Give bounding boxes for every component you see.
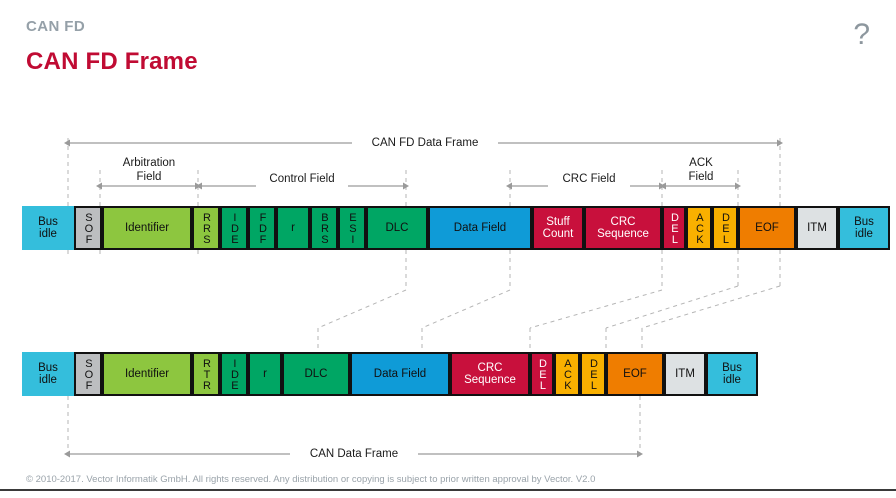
canfd-segment-ack: ACK [686, 206, 712, 250]
can-segment-data-field: Data Field [350, 352, 450, 396]
can-segment-crc-del: DEL [530, 352, 554, 396]
can-fd-frame-diagram: CAN FD Data Frame Arbitration Field Cont… [22, 137, 890, 460]
canfd-segment-data-field: Data Field [428, 206, 532, 250]
can-segment-bus-idle-start: Bus idle [22, 352, 74, 396]
canfd-segment-bus-idle-start: Bus idle [22, 206, 74, 250]
eyebrow-label: CAN FD [26, 18, 86, 35]
can-segment-bus-idle-end: Bus idle [706, 352, 758, 396]
slide-header: CAN FD CAN FD Frame ? [0, 0, 896, 92]
canfd-segment-esi: ESI [338, 206, 366, 250]
can-segment-eof: EOF [606, 352, 664, 396]
canfd-segment-ack-del: DEL [712, 206, 738, 250]
canfd-segment-rrs: RRS [192, 206, 220, 250]
can-segment-itm: ITM [664, 352, 706, 396]
canfd-segment-crc-sequence: CRC Sequence [584, 206, 662, 250]
canfd-segment-stuff-count: Stuff Count [532, 206, 584, 250]
can-segment-sof: SOF [74, 352, 102, 396]
can-segment-rtr: RTR [192, 352, 220, 396]
canfd-segment-r: r [276, 206, 310, 250]
help-icon[interactable]: ? [853, 18, 870, 51]
can-segment-ack: ACK [554, 352, 580, 396]
canfd-segment-eof: EOF [738, 206, 796, 250]
can-segment-crc-sequence: CRC Sequence [450, 352, 530, 396]
can-segment-r: r [248, 352, 282, 396]
can-segment-ack-del: DEL [580, 352, 606, 396]
canfd-segment-fdf: FDF [248, 206, 276, 250]
canfd-segment-brs: BRS [310, 206, 338, 250]
canfd-segment-bus-idle-end: Bus idle [838, 206, 890, 250]
canfd-segment-crc-del: DEL [662, 206, 686, 250]
footer-copyright: © 2010-2017. Vector Informatik GmbH. All… [26, 474, 596, 485]
page-title: CAN FD Frame [26, 48, 198, 75]
can-segment-identifier: Identifier [102, 352, 192, 396]
footer-divider [0, 489, 896, 491]
can-segment-dlc: DLC [282, 352, 350, 396]
canfd-segment-identifier: Identifier [102, 206, 192, 250]
canfd-segment-ide: IDE [220, 206, 248, 250]
canfd-segment-sof: SOF [74, 206, 102, 250]
canfd-segment-itm: ITM [796, 206, 838, 250]
can-segment-ide: IDE [220, 352, 248, 396]
canfd-segment-dlc: DLC [366, 206, 428, 250]
